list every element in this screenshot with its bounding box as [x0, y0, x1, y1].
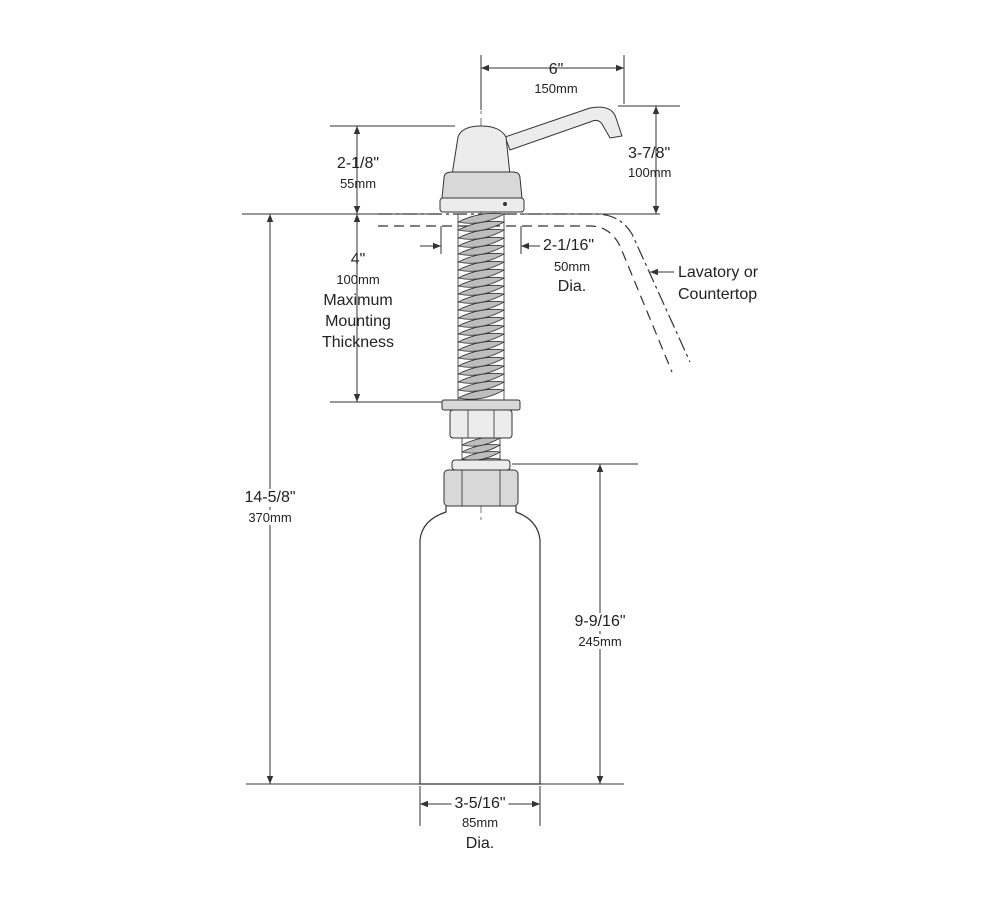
mounting-thickness-line2: Mounting: [325, 313, 391, 330]
countertop-label-line2: Countertop: [678, 286, 758, 303]
countertop-outline: [242, 213, 691, 373]
head-height-imperial: 2-1/8": [336, 155, 380, 172]
spout-height-imperial: 3-7/8": [628, 145, 671, 162]
countertop-label-line1: Lavatory or: [678, 264, 759, 281]
overall-height-imperial: 14-5/8": [242, 489, 298, 507]
mounting-thickness-imperial: 4": [350, 251, 366, 268]
spout-height-metric: 100mm: [628, 165, 672, 180]
mounting-nut: [441, 399, 521, 439]
hole-diameter-note: Dia.: [557, 278, 587, 295]
dim-hole-diameter: [420, 226, 540, 254]
mounting-thickness-line1: Maximum: [323, 292, 393, 309]
pump-head: [439, 106, 623, 213]
dim-spout-height: [618, 105, 680, 214]
container-diameter-metric: 85mm: [461, 815, 499, 830]
mounting-thickness-metric: 100mm: [336, 272, 380, 287]
container-height-imperial: 9-9/16": [572, 613, 628, 631]
head-height-metric: 55mm: [339, 176, 377, 191]
container-height-metric: 245mm: [576, 634, 624, 649]
overall-height-metric: 370mm: [246, 510, 294, 525]
hole-diameter-metric: 50mm: [553, 259, 591, 274]
dim-head-height: [330, 125, 455, 214]
dim-spout-reach: [480, 55, 625, 110]
container-diameter-imperial: 3-5/16": [451, 796, 509, 812]
container-diameter-note: Dia.: [465, 835, 495, 852]
spout-reach-metric: 150mm: [534, 81, 578, 96]
mounting-thickness-line3: Thickness: [321, 334, 395, 351]
container-bottle: [419, 506, 541, 785]
spout-reach-imperial: 6": [548, 61, 564, 78]
dim-mounting-thickness: [330, 214, 442, 403]
container-cap: [443, 459, 519, 507]
hole-diameter-imperial: 2-1/16": [543, 237, 595, 254]
